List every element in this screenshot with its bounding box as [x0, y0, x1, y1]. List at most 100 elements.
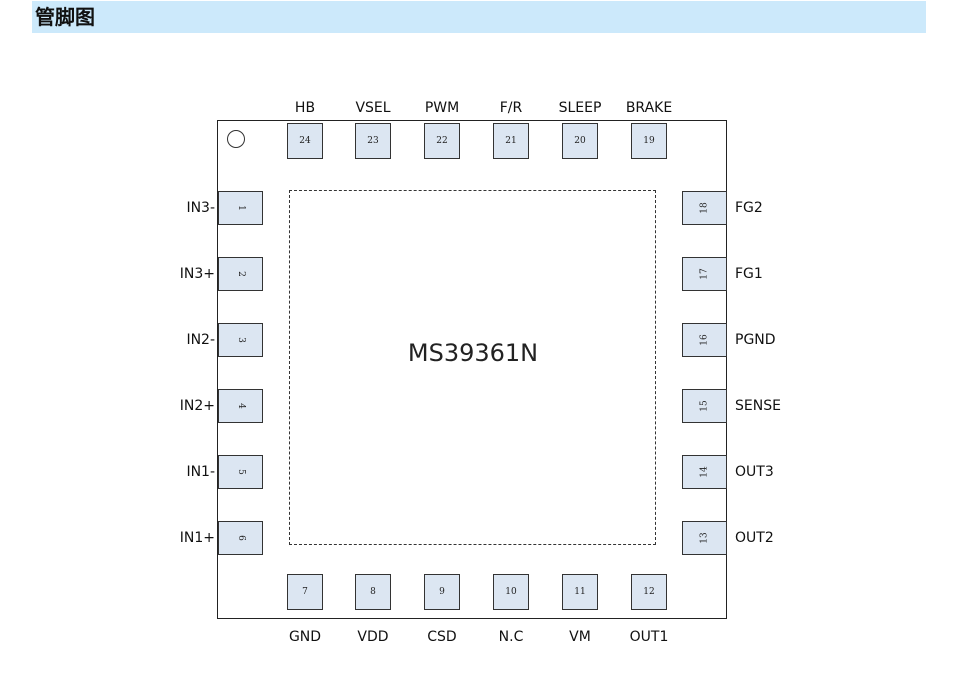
pin-name-top-1: HB	[294, 100, 316, 116]
pin-number: 2	[219, 258, 262, 290]
pin-number-text: 23	[367, 136, 379, 146]
pin-number: 8	[356, 575, 390, 609]
pin-name-left-1: IN3-	[186, 200, 215, 216]
pin-name-right-2: FG1	[735, 266, 763, 282]
pin-pad-left-1: 1	[218, 191, 263, 225]
pin-number-text: 1	[235, 205, 246, 211]
pin-pad-bottom-1: 7	[287, 574, 323, 610]
pin-pad-bottom-2: 8	[355, 574, 391, 610]
pin-pad-right-2: 17	[682, 257, 727, 291]
pin-number: 13	[683, 522, 726, 554]
pin-name-bottom-4: N.C	[498, 629, 524, 645]
pin-number: 16	[683, 324, 726, 356]
pin-number: 6	[219, 522, 262, 554]
pin-number-text: 6	[235, 535, 246, 541]
pin-number: 14	[683, 456, 726, 488]
pin-number-text: 12	[643, 587, 655, 597]
pin-number: 18	[683, 192, 726, 224]
pin-number: 20	[563, 124, 597, 158]
pin-pad-top-6: 19	[631, 123, 667, 159]
pin-name-right-1: FG2	[735, 200, 763, 216]
pin-number: 4	[219, 390, 262, 422]
pin-name-right-6: OUT2	[735, 530, 774, 546]
pin-number: 5	[219, 456, 262, 488]
pin-number-text: 7	[302, 587, 308, 597]
pin-pad-top-4: 21	[493, 123, 529, 159]
exposed-pad-outline	[289, 190, 656, 545]
pin-name-top-6: BRAKE	[625, 100, 673, 116]
pin-pad-bottom-4: 10	[493, 574, 529, 610]
pin-name-top-3: PWM	[424, 100, 460, 116]
pin-name-bottom-1: GND	[288, 629, 322, 645]
pin-pad-left-2: 2	[218, 257, 263, 291]
pin-name-bottom-3: CSD	[427, 629, 457, 645]
pin-pad-top-5: 20	[562, 123, 598, 159]
pin-number-text: 13	[699, 532, 710, 544]
pin-number-text: 21	[505, 136, 517, 146]
pin-number-text: 5	[235, 469, 246, 475]
pin-pad-right-3: 16	[682, 323, 727, 357]
pin-name-bottom-2: VDD	[357, 629, 389, 645]
pin-name-left-6: IN1+	[179, 530, 215, 546]
pin-number: 15	[683, 390, 726, 422]
pin-pad-left-6: 6	[218, 521, 263, 555]
pin-pad-right-6: 13	[682, 521, 727, 555]
pin-number-text: 14	[699, 466, 710, 478]
part-number-label: MS39361N	[407, 339, 539, 367]
pin-pad-left-5: 5	[218, 455, 263, 489]
pin-number-text: 4	[235, 403, 246, 409]
pin-number-text: 22	[436, 136, 448, 146]
pin-name-left-3: IN2-	[186, 332, 215, 348]
pin-name-top-4: F/R	[499, 100, 523, 116]
pin-number: 3	[219, 324, 262, 356]
pin-number-text: 10	[505, 587, 517, 597]
pin-number-text: 3	[235, 337, 246, 343]
pin-name-right-3: PGND	[735, 332, 776, 348]
pin-name-right-5: OUT3	[735, 464, 774, 480]
pin-number: 10	[494, 575, 528, 609]
pin-name-bottom-6: OUT1	[629, 629, 669, 645]
pin-number-text: 16	[699, 334, 710, 346]
pin-pad-top-3: 22	[424, 123, 460, 159]
pin-name-left-4: IN2+	[179, 398, 215, 414]
pin-number: 19	[632, 124, 666, 158]
pin-pad-top-1: 24	[287, 123, 323, 159]
pin-number: 1	[219, 192, 262, 224]
section-title: 管脚图	[35, 5, 95, 29]
pin-name-left-2: IN3+	[179, 266, 215, 282]
pin-pad-left-3: 3	[218, 323, 263, 357]
pin-pad-right-4: 15	[682, 389, 727, 423]
pin-number: 9	[425, 575, 459, 609]
section-header: 管脚图	[32, 1, 926, 33]
pin-number-text: 19	[643, 136, 655, 146]
pin-pad-right-1: 18	[682, 191, 727, 225]
pin-number: 21	[494, 124, 528, 158]
pin-number: 24	[288, 124, 322, 158]
pin-pad-left-4: 4	[218, 389, 263, 423]
pin-number-text: 11	[574, 587, 586, 597]
pin-number-text: 24	[299, 136, 311, 146]
pin-number: 12	[632, 575, 666, 609]
pin-number-text: 8	[370, 587, 376, 597]
pin-name-top-2: VSEL	[355, 100, 391, 116]
pin-pad-right-5: 14	[682, 455, 727, 489]
pin-number: 11	[563, 575, 597, 609]
pin-pad-bottom-5: 11	[562, 574, 598, 610]
pin-number: 22	[425, 124, 459, 158]
pin-name-top-5: SLEEP	[558, 100, 602, 116]
pin1-indicator-icon	[227, 130, 245, 148]
pin-number-text: 18	[699, 202, 710, 214]
pin-number-text: 17	[699, 268, 710, 280]
pin-pad-bottom-6: 12	[631, 574, 667, 610]
pin-number: 23	[356, 124, 390, 158]
pin-name-right-4: SENSE	[735, 398, 781, 414]
pin-number-text: 20	[574, 136, 586, 146]
pin-number: 7	[288, 575, 322, 609]
pin-number-text: 2	[235, 271, 246, 277]
pin-name-bottom-5: VM	[569, 629, 591, 645]
pin-number-text: 15	[699, 400, 710, 412]
pin-pad-top-2: 23	[355, 123, 391, 159]
pin-name-left-5: IN1-	[186, 464, 215, 480]
chip-package-outline	[217, 120, 727, 619]
pin-number-text: 9	[439, 587, 445, 597]
